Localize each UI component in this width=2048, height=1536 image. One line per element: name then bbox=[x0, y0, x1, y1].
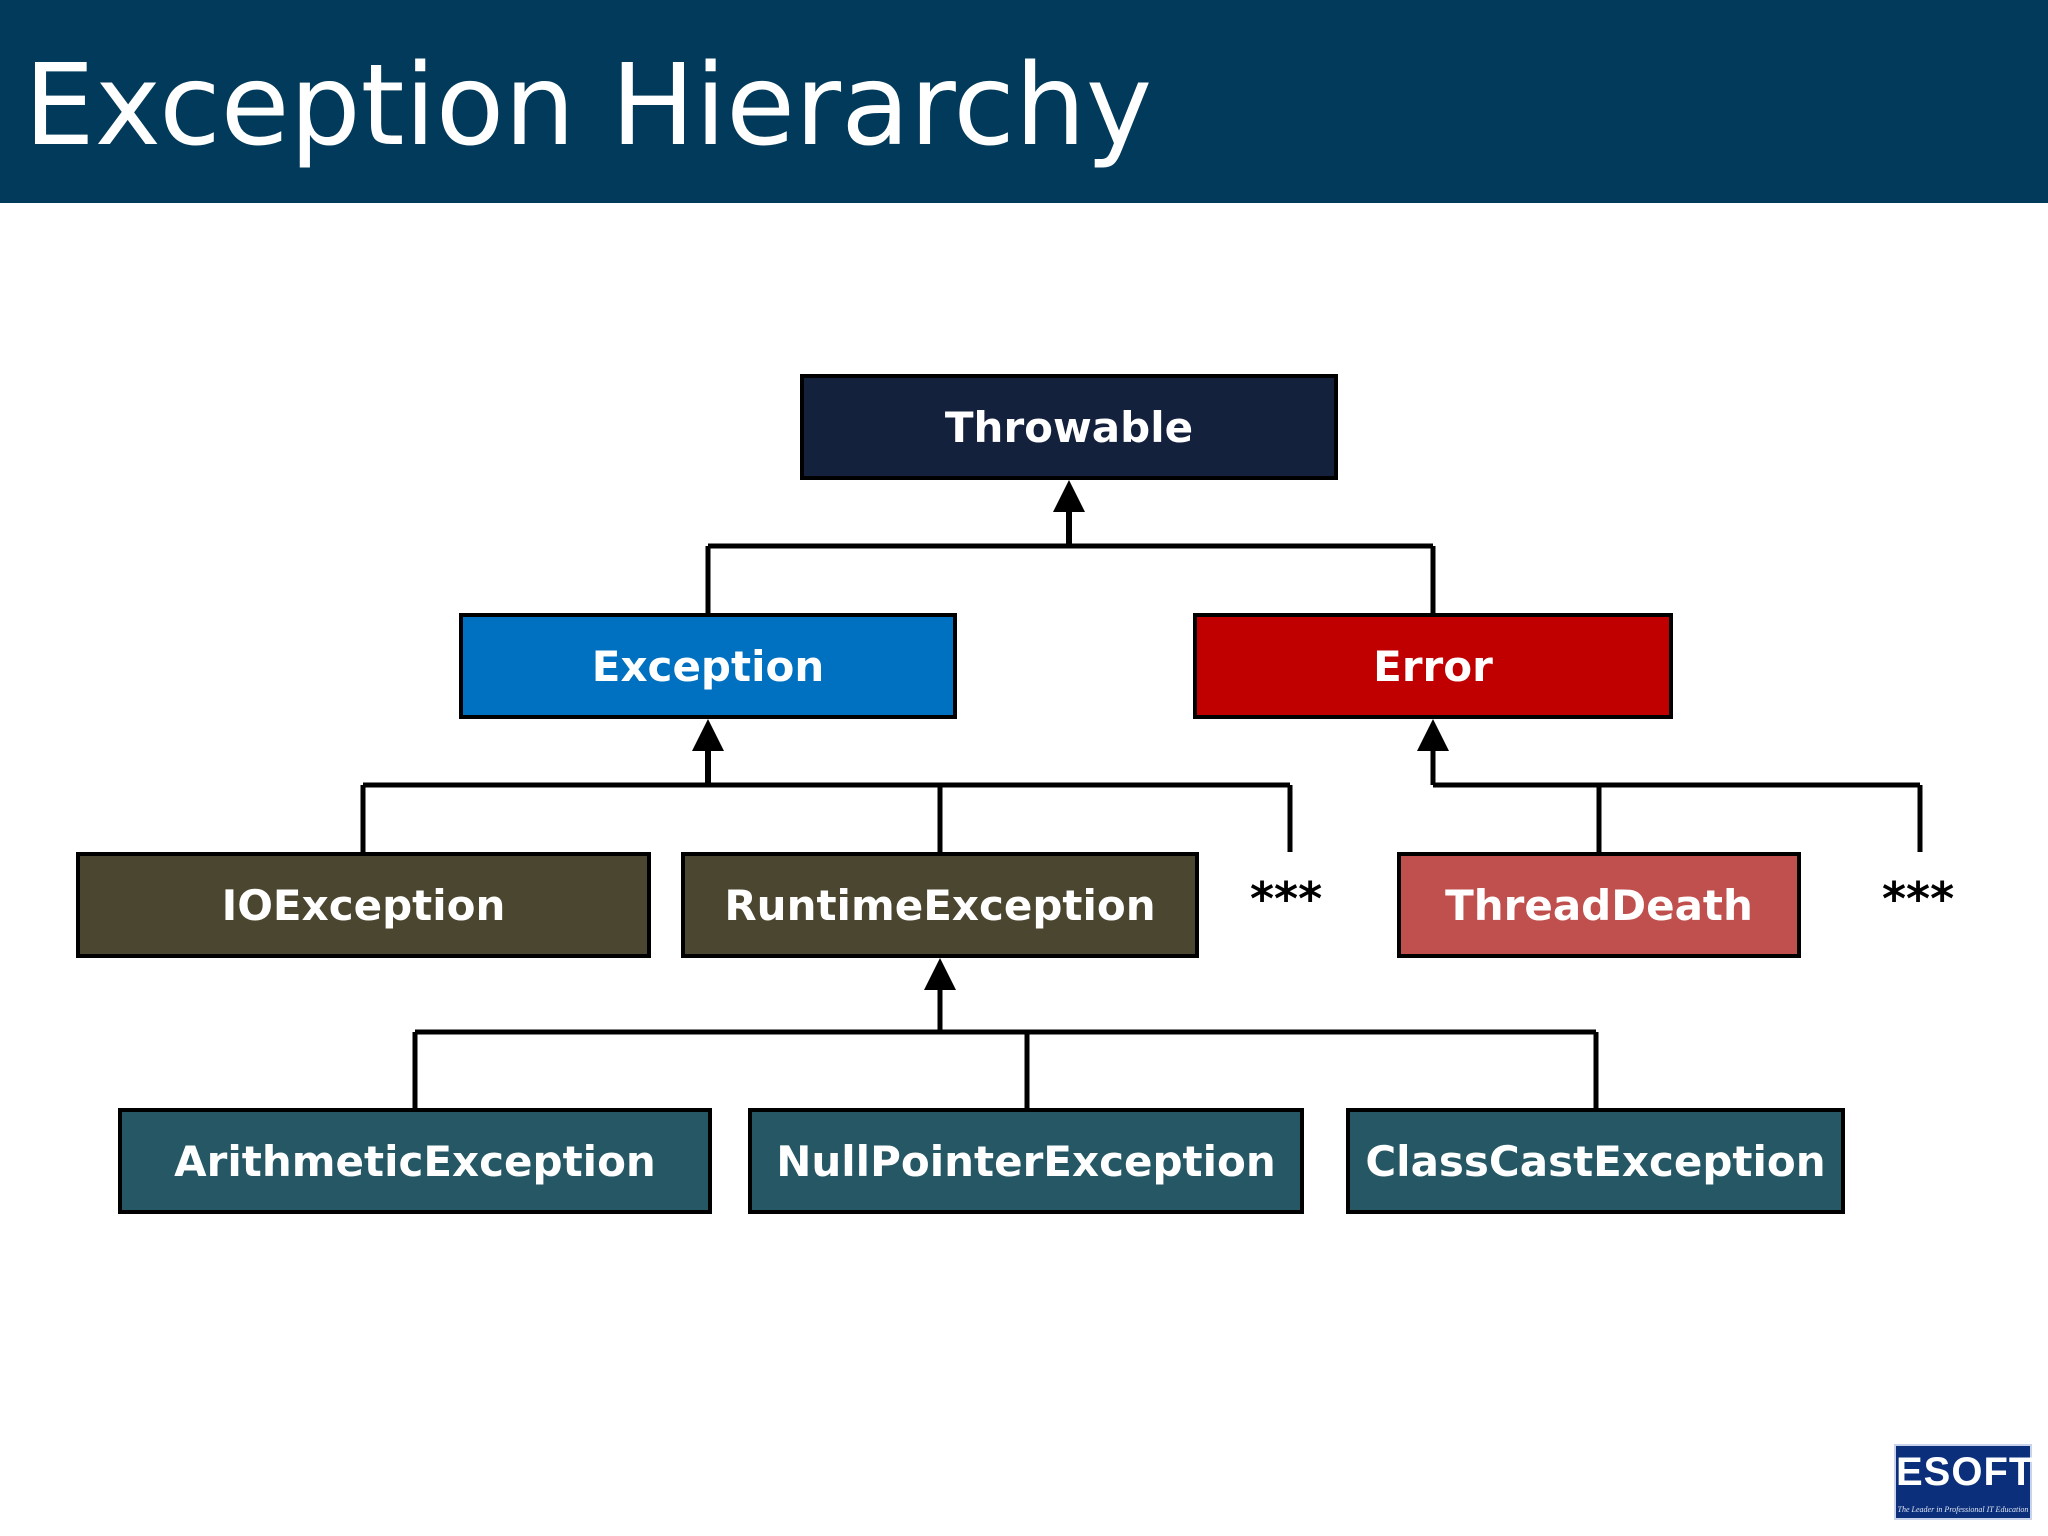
arrow-shaft-throwable bbox=[1066, 510, 1072, 546]
error-more-marker: *** bbox=[1882, 872, 1955, 926]
node-nullpointerexception: NullPointerException bbox=[748, 1108, 1304, 1214]
arrowhead-exception bbox=[692, 719, 724, 751]
node-ioexception: IOException bbox=[76, 852, 651, 958]
arrowhead-runtime bbox=[924, 958, 956, 990]
node-threaddeath: ThreadDeath bbox=[1397, 852, 1801, 958]
arrowhead-throwable bbox=[1053, 480, 1085, 512]
logo-text: ESOFT bbox=[1896, 1450, 2035, 1494]
title-bar: Exception Hierarchy bbox=[0, 0, 2048, 203]
esoft-logo: ESOFT The Leader in Professional IT Educ… bbox=[1894, 1444, 2035, 1520]
arrow-shaft-exception bbox=[705, 749, 711, 785]
slide-title: Exception Hierarchy bbox=[24, 41, 1153, 171]
arrowhead-error bbox=[1417, 719, 1449, 751]
logo-tagline: The Leader in Professional IT Education bbox=[1897, 1505, 2029, 1514]
node-throwable: Throwable bbox=[800, 374, 1338, 480]
node-exception: Exception bbox=[459, 613, 957, 719]
node-arithmeticexception: ArithmeticException bbox=[118, 1108, 712, 1214]
node-classcastexception: ClassCastException bbox=[1346, 1108, 1845, 1214]
node-runtimeexception: RuntimeException bbox=[681, 852, 1199, 958]
exception-more-marker: *** bbox=[1250, 872, 1323, 926]
node-error: Error bbox=[1193, 613, 1673, 719]
